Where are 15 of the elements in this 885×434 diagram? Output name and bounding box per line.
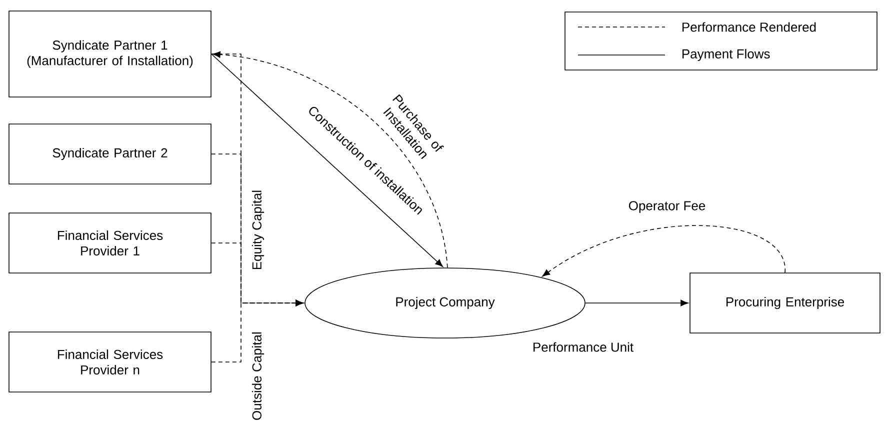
arrow bbox=[542, 225, 786, 277]
edge-label: Operator Fee bbox=[628, 201, 706, 213]
capital-label: Outside Capital bbox=[252, 332, 264, 420]
process-box: Syndicate Partner 1 (Manufacturer of Installation) bbox=[8, 10, 212, 98]
legend-text: Payment Flows bbox=[682, 48, 770, 62]
capital-label: Equity Capital bbox=[252, 190, 264, 270]
process-box: Financial Services Provider n bbox=[8, 332, 212, 392]
ellipse-node: Project Company bbox=[304, 268, 586, 338]
arrow bbox=[211, 300, 304, 362]
legend-text: Performance Rendered bbox=[682, 22, 816, 32]
process-box: Financial Services Provider 1 bbox=[8, 212, 212, 274]
edge-label: Performance Unit bbox=[534, 342, 634, 352]
process-box: Procuring Enterprise bbox=[690, 272, 880, 334]
arrow bbox=[585, 300, 688, 306]
process-box: Syndicate Partner 2 bbox=[8, 124, 212, 184]
